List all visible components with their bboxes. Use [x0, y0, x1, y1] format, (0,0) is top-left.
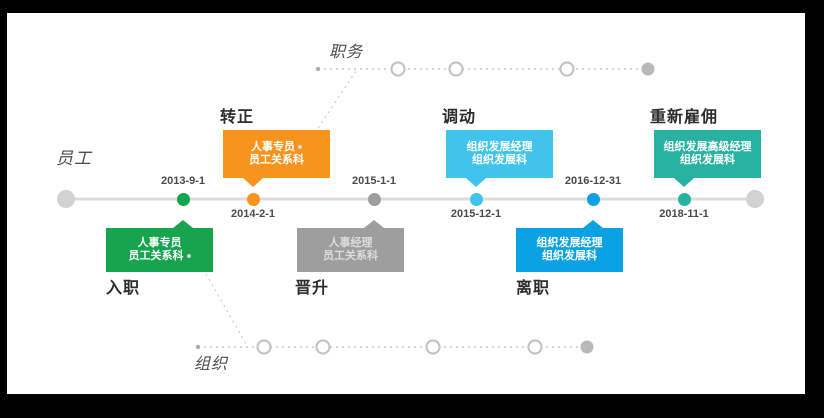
position-track-node — [559, 61, 575, 77]
event-label-promotion: 晋升 — [295, 280, 330, 297]
event-card-transfer[interactable]: 组织发展经理 组织发展科 — [446, 130, 553, 187]
organization-track-node — [425, 339, 441, 355]
position-track-start-dot — [315, 66, 321, 72]
card-title: 组织发展经理 — [466, 141, 533, 153]
card-title: 组织发展经理 — [536, 237, 603, 249]
organization-track-node — [256, 339, 272, 355]
position-track-node — [448, 61, 464, 77]
card-pointer — [674, 178, 694, 187]
event-card-promotion[interactable]: 人事经理 员工关系科 — [297, 220, 404, 272]
event-dot-transfer[interactable] — [470, 193, 483, 206]
card-pointer — [583, 220, 603, 228]
event-date-transfer: 2015-12-1 — [450, 208, 502, 220]
event-dot-promotion[interactable] — [368, 193, 381, 206]
card-pointer — [173, 220, 193, 228]
card-title: 人事经理 — [328, 237, 373, 249]
link-dot — [186, 254, 191, 259]
organization-track-label: 组织 — [194, 356, 229, 373]
employee-track-label: 员工 — [56, 149, 92, 168]
card-department: 员工关系科 — [129, 250, 191, 263]
card-pointer — [466, 178, 486, 187]
card-title: 组织发展高级经理 — [663, 141, 752, 153]
event-date-resignation: 2016-12-31 — [564, 175, 622, 187]
event-dot-confirmation[interactable] — [247, 193, 260, 206]
card-department: 组织发展科 — [542, 250, 597, 262]
event-dot-resignation[interactable] — [587, 193, 600, 206]
position-track-end-node — [641, 62, 655, 76]
event-dot-onboard[interactable] — [177, 193, 190, 206]
event-label-transfer: 调动 — [442, 109, 477, 126]
event-date-rehire: 2018-11-1 — [659, 208, 709, 220]
card-department: 组织发展科 — [680, 154, 735, 166]
card-department: 组织发展科 — [472, 154, 527, 166]
axis-start-endpoint — [57, 190, 75, 208]
event-card-confirmation[interactable]: 人事专员 员工关系科 — [223, 130, 330, 187]
event-label-confirmation: 转正 — [220, 109, 255, 126]
event-label-resignation: 离职 — [516, 280, 551, 297]
axis-end-endpoint — [746, 190, 764, 208]
position-track-node — [390, 61, 406, 77]
event-date-onboard: 2013-9-1 — [160, 175, 206, 187]
timeline-panel — [7, 13, 805, 394]
organization-track-node — [315, 339, 331, 355]
organization-track-start-dot — [195, 344, 201, 350]
event-card-rehire[interactable]: 组织发展高级经理 组织发展科 — [654, 130, 761, 187]
event-label-onboard: 入职 — [106, 280, 141, 297]
card-title: 人事专员 — [251, 141, 302, 154]
card-department: 员工关系科 — [249, 154, 304, 166]
organization-track-end-node — [580, 340, 594, 354]
event-date-promotion: 2015-1-1 — [351, 175, 397, 187]
event-card-onboard[interactable]: 人事专员 员工关系科 — [106, 220, 213, 272]
card-department: 员工关系科 — [323, 250, 378, 262]
position-track-label: 职务 — [329, 44, 364, 61]
card-pointer — [364, 220, 384, 228]
card-pointer — [243, 178, 263, 187]
event-dot-rehire[interactable] — [678, 193, 691, 206]
event-card-resignation[interactable]: 组织发展经理 组织发展科 — [516, 220, 623, 272]
organization-track-node — [527, 339, 543, 355]
event-date-confirmation: 2014-2-1 — [230, 208, 276, 220]
link-dot — [298, 145, 302, 150]
event-label-rehire: 重新雇佣 — [650, 109, 719, 126]
card-title: 人事专员 — [137, 237, 182, 249]
